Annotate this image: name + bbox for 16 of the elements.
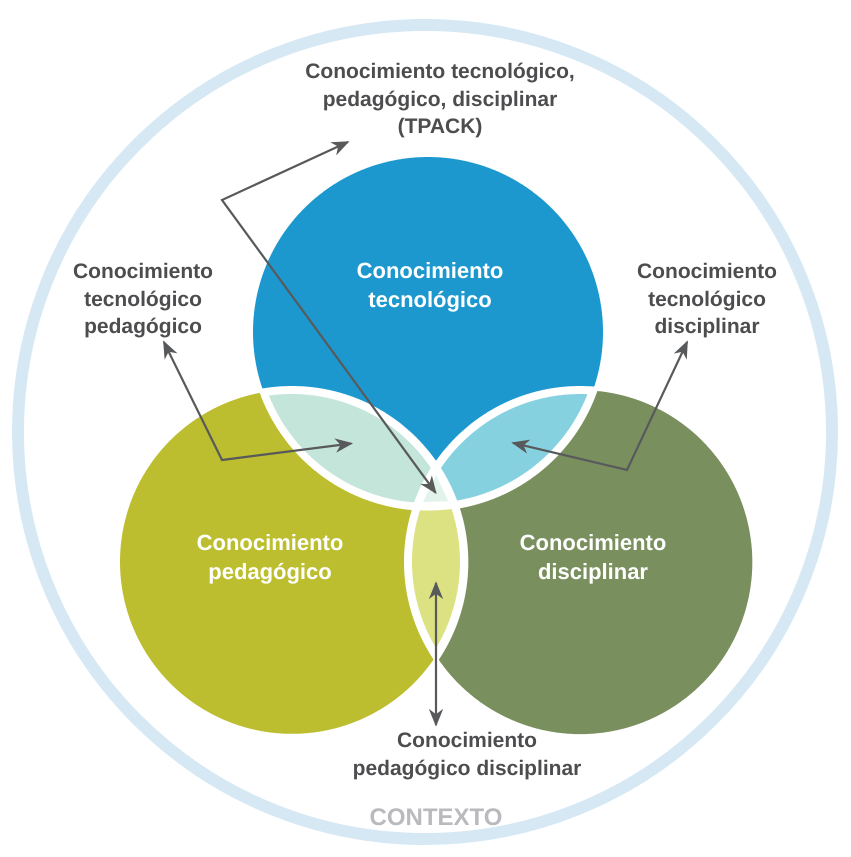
overlap-region [412,509,460,649]
leader-arrow [220,141,437,494]
leader-arrow [428,581,444,727]
callout-label: Conocimiento tecnológico, pedagógico, disciplinar (TPACK) [300,58,580,142]
circle-label: Conocimiento tecnológico [356,257,504,314]
callout-label: Conocimiento tecnológico disciplinar [632,258,782,342]
context-label: CONTEXTO [368,803,504,833]
overlap-region [440,394,588,500]
leader-arrow [511,340,688,472]
circle-label: Conocimiento pedagógico [196,528,344,586]
leader-arrow [162,340,354,462]
circle-label: Conocimiento disciplinar [518,528,668,586]
callout-label: Conocimiento pedagógico disciplinar [341,727,593,782]
overlap-region [422,475,448,502]
overlap-region [269,394,432,502]
callout-label: Conocimiento tecnológico pedagógico [68,258,218,342]
